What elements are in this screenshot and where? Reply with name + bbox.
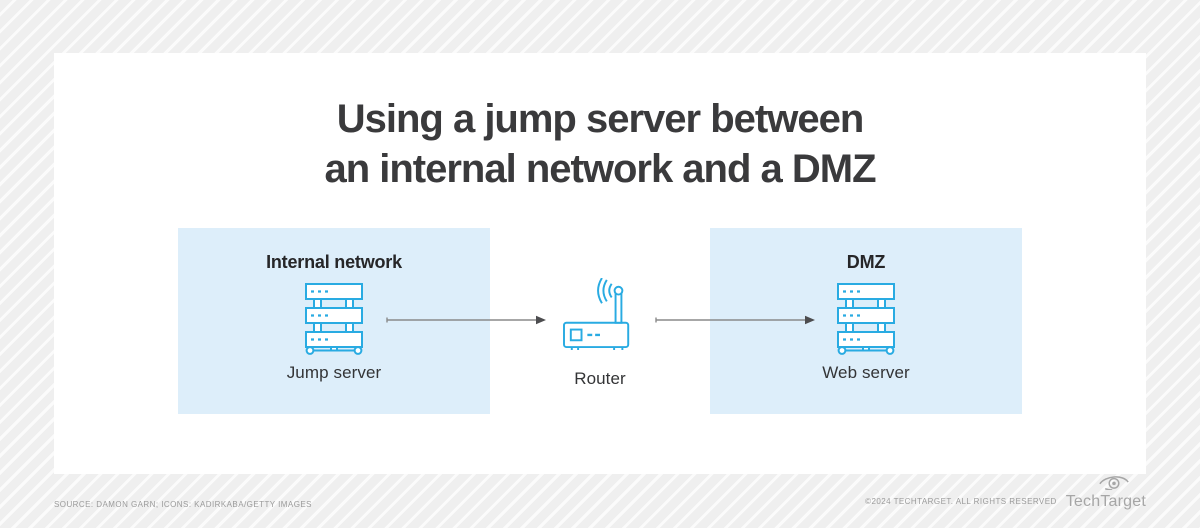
internal-network-heading: Internal network (266, 252, 402, 272)
title-line-1: Using a jump server between (336, 97, 865, 141)
source-credit: SOURCE: DAMON GARN; ICONS: KADIRKABA/GET… (54, 500, 312, 509)
server-icon (303, 283, 365, 360)
internal-network-zone: Internal network Jump (178, 228, 490, 414)
arrow-jumpserver-to-router (386, 313, 546, 325)
web-server-label: Web server (822, 363, 910, 382)
eye-icon (1098, 475, 1130, 495)
brand-wordmark: TechTarget (1065, 493, 1146, 510)
dmz-zone: DMZ Web server (710, 228, 1022, 414)
page-title: Using a jump server between an internal … (54, 94, 1146, 194)
server-icon (835, 283, 897, 360)
router-label: Router (574, 369, 626, 388)
wireless-router-icon (563, 277, 637, 354)
techtarget-logo: TechTarget (1066, 475, 1146, 510)
jump-server-label: Jump server (286, 363, 382, 382)
footer-right: ©2024 TECHTARGET. ALL RIGHTS RESERVED Te… (865, 476, 1146, 510)
dmz-heading: DMZ (846, 252, 886, 272)
copyright-text: ©2024 TECHTARGET. ALL RIGHTS RESERVED (865, 497, 1057, 506)
arrow-router-to-webserver (655, 313, 815, 325)
title-line-2: an internal network and a DMZ (324, 147, 876, 191)
router-group: Router (540, 277, 660, 389)
infographic-card: Using a jump server between an internal … (54, 53, 1146, 474)
